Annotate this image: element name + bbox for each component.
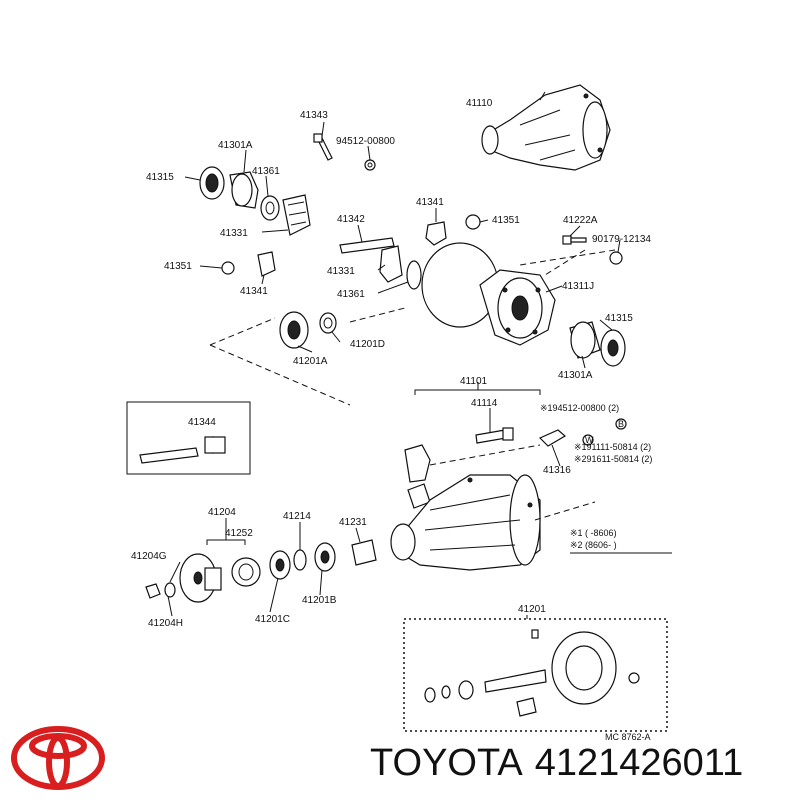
bolt-41222A xyxy=(562,235,587,245)
washer-41351-mid xyxy=(465,214,481,230)
bearing-41315-top xyxy=(199,166,225,200)
label-41343: 41343 xyxy=(300,110,328,121)
label-41351-mid: 41351 xyxy=(492,215,520,226)
brand-name: TOYOTA xyxy=(370,742,523,784)
pinion-shaft-41342 xyxy=(339,237,395,254)
nut-90179 xyxy=(609,251,623,265)
note-91111: ※191111-50814 (2) xyxy=(574,442,651,452)
seal-41252 xyxy=(231,557,261,587)
spacer-41201D xyxy=(319,312,337,334)
toyota-logo-icon xyxy=(11,726,105,790)
label-41114: 41114 xyxy=(471,398,498,409)
gear-41331-top xyxy=(282,194,311,236)
label-41222A: 41222A xyxy=(563,215,598,226)
legend-1: ※1 ( -8606) xyxy=(570,528,617,538)
spacer-41231 xyxy=(351,539,377,566)
label-41341-left: 41341 xyxy=(240,286,268,297)
label-41344: 41344 xyxy=(188,417,216,428)
bolt-41343 xyxy=(313,133,333,161)
label-94512-00800: 94512-00800 xyxy=(336,136,395,147)
flange-41204 xyxy=(179,553,222,603)
label-41301A-right: 41301A xyxy=(558,370,593,381)
label-90179-12134: 90179-12134 xyxy=(592,234,651,245)
legend-2: ※2 (8606- ) xyxy=(570,540,617,550)
label-41342: 41342 xyxy=(337,214,365,225)
label-41110: 41110 xyxy=(466,98,493,109)
label-41361-top: 41361 xyxy=(252,166,280,177)
label-41316: 41316 xyxy=(543,465,571,476)
bearing-41201C xyxy=(269,550,291,580)
brand-title: TOYOTA 4121426011 xyxy=(370,742,755,785)
differential-carrier-41110 xyxy=(481,84,611,171)
label-41315-top: 41315 xyxy=(146,172,174,183)
spacer-41214 xyxy=(293,549,307,571)
bearing-41201A xyxy=(279,311,309,349)
pinion-41341-mid xyxy=(425,221,447,246)
pinion-41341-left xyxy=(257,251,276,277)
brand-row xyxy=(0,700,800,800)
label-41201D: 41201D xyxy=(350,339,385,350)
label-41201A: 41201A xyxy=(293,356,328,367)
gear-41331-mid xyxy=(379,245,403,283)
svg-text:B: B xyxy=(618,419,624,429)
carrier-housing xyxy=(390,474,541,571)
label-41204: 41204 xyxy=(208,507,236,518)
ring-gear-set-41201 xyxy=(403,615,668,732)
label-41315-right: 41315 xyxy=(605,313,633,324)
washer-41351-left xyxy=(221,261,235,275)
label-41201C: 41201C xyxy=(255,614,290,625)
bearing-41301A-right xyxy=(569,321,601,359)
bearing-41301A-top xyxy=(229,171,259,209)
label-41252: 41252 xyxy=(225,528,253,539)
note-91611: ※291611-50814 (2) xyxy=(574,454,652,464)
shaft-box-41344 xyxy=(126,401,251,475)
label-41201: 41201 xyxy=(518,604,546,615)
washer-41204H xyxy=(164,582,176,598)
part-number: 4121426011 xyxy=(534,742,744,784)
label-41201B: 41201B xyxy=(302,595,337,606)
bolt-41114 xyxy=(475,427,514,444)
washer-41361-top xyxy=(260,195,280,221)
label-41331-top: 41331 xyxy=(220,228,248,239)
label-41341-mid: 41341 xyxy=(416,197,444,208)
bearing-41201B xyxy=(314,542,336,572)
label-41331-mid: 41331 xyxy=(327,266,355,277)
bearing-cap-41101 xyxy=(404,444,431,509)
label-41311J: 41311J xyxy=(562,281,594,292)
label-41204G: 41204G xyxy=(131,551,167,562)
label-41301A-top: 41301A xyxy=(218,140,253,151)
label-41101: 41101 xyxy=(460,376,488,387)
label-41351-left: 41351 xyxy=(164,261,192,272)
diagram-code: MC 8762-A xyxy=(605,732,651,742)
svg-text:W: W xyxy=(585,435,594,445)
label-41214: 41214 xyxy=(283,511,311,522)
washer-41361-mid xyxy=(406,260,422,290)
lock-plate-41316: W B xyxy=(538,418,627,447)
differential-case-41311J xyxy=(421,242,556,346)
label-41231: 41231 xyxy=(339,517,367,528)
bearing-41315-right xyxy=(600,329,626,367)
note-94512: ※194512-00800 (2) xyxy=(540,403,619,413)
nut-41204G xyxy=(145,583,161,599)
nut-94512 xyxy=(364,159,376,171)
label-41204H: 41204H xyxy=(148,618,183,629)
label-41361-mid: 41361 xyxy=(337,289,365,300)
